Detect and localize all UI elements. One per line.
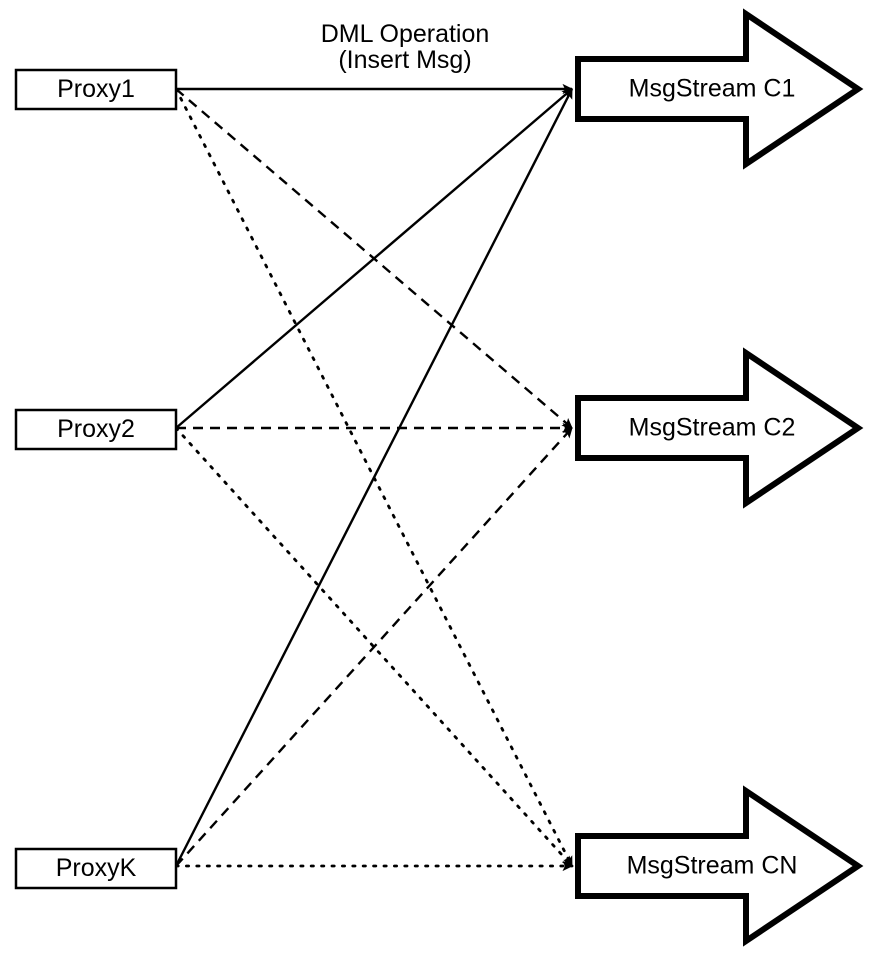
msgstream-label-cn: MsgStream CN xyxy=(627,852,798,880)
proxy-label-proxy2: Proxy2 xyxy=(57,415,135,443)
msgstream-arrow-shape-c2[interactable] xyxy=(575,347,864,509)
msgstream-node-c1[interactable]: MsgStream C1 xyxy=(575,8,864,170)
msgstream-node-cn[interactable]: MsgStream CN xyxy=(575,785,864,947)
proxy-label-proxy1: Proxy1 xyxy=(57,75,135,103)
edge-proxyK-c1 xyxy=(174,88,574,867)
edge-label-line2: (Insert Msg) xyxy=(338,46,471,74)
proxy-box-proxy2[interactable] xyxy=(14,408,178,451)
msgstream-arrow-shape-cn[interactable] xyxy=(575,785,864,947)
edge-label-dml-operation: DML Operation (Insert Msg) xyxy=(321,20,490,74)
streams-layer: MsgStream C1 MsgStream C2 MsgStream CN xyxy=(575,8,864,947)
edge-proxy2-cn xyxy=(174,426,574,868)
edge-line-solid xyxy=(175,88,573,429)
proxy-label-proxyK: ProxyK xyxy=(56,854,137,882)
edge-proxy2-c1 xyxy=(175,88,573,429)
proxy-box-proxy1[interactable] xyxy=(14,68,178,111)
proxy-box-proxyK[interactable] xyxy=(14,847,178,890)
proxy-node-proxy1[interactable]: Proxy1 xyxy=(14,68,178,111)
edge-line-solid xyxy=(174,88,574,867)
proxy-node-proxyK[interactable]: ProxyK xyxy=(14,847,178,890)
edges-layer xyxy=(174,83,574,872)
edge-line-dotted xyxy=(174,426,574,868)
proxy-node-proxy2[interactable]: Proxy2 xyxy=(14,408,178,451)
edge-proxyK-c2 xyxy=(175,427,573,867)
msgstream-label-c2: MsgStream C2 xyxy=(629,414,796,442)
msgstream-arrow-shape-c1[interactable] xyxy=(575,8,864,170)
edge-line-dashed xyxy=(175,427,573,867)
msgstream-label-c1: MsgStream C1 xyxy=(629,75,796,103)
msgstream-node-c2[interactable]: MsgStream C2 xyxy=(575,347,864,509)
edge-label-line1: DML Operation xyxy=(321,20,490,48)
